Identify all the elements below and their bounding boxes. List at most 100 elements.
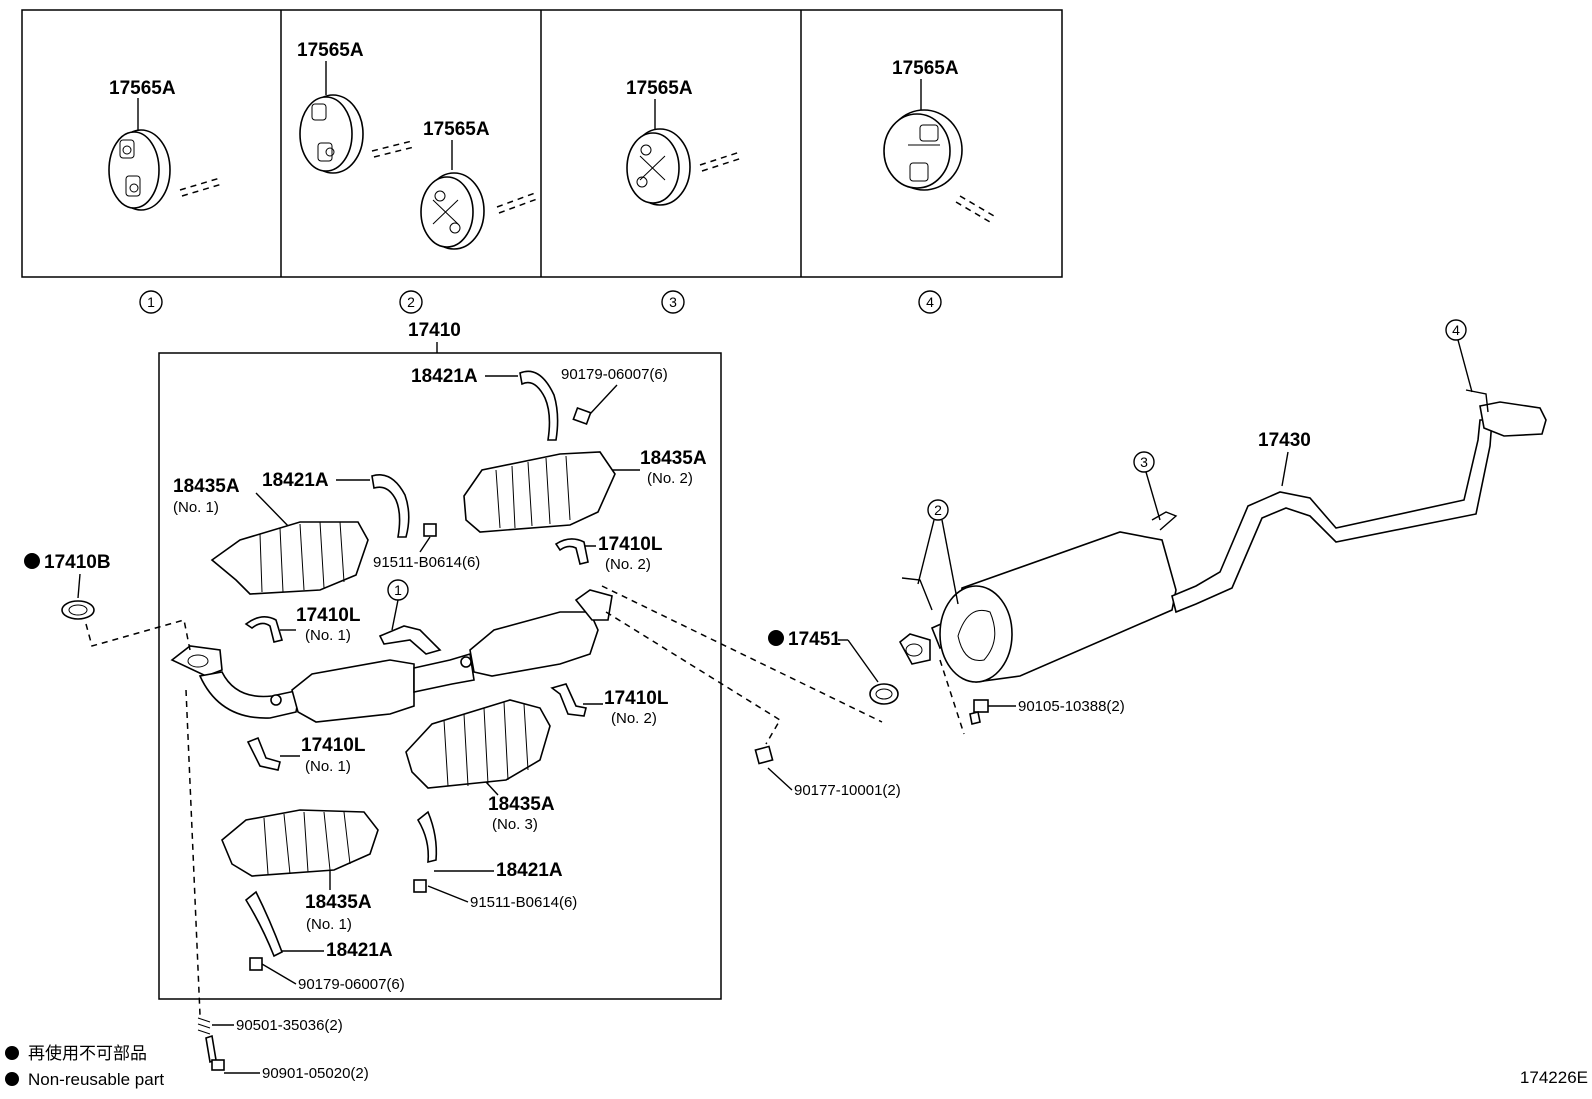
part-label-90105: 90105-10388(2) — [1018, 698, 1125, 715]
tailpipe-muffler-17430 — [898, 401, 1547, 683]
callout-number: 2 — [407, 294, 415, 310]
bolt-alignment-line — [185, 689, 201, 1016]
rubber-hanger-icon — [108, 129, 171, 211]
part-sub-label: (No. 1) — [305, 627, 351, 644]
callout-number: 1 — [147, 294, 155, 310]
callout-number: 4 — [926, 294, 934, 310]
bolt-icon — [423, 523, 437, 537]
part-label-91511: 91511-B0614(6) — [373, 554, 480, 571]
alignment-dashes — [601, 585, 883, 745]
non-reusable-marker-icon — [24, 553, 40, 569]
part-label-18435A: 18435A — [305, 892, 372, 913]
part-label-17565A: 17565A — [892, 58, 959, 79]
callout-circle-4 — [1445, 319, 1467, 341]
muffler-end-cap — [939, 585, 1013, 683]
callout-circle-1 — [139, 290, 163, 314]
heat-insulator-no1 — [221, 809, 379, 877]
part-label-18435A: 18435A — [640, 448, 707, 469]
part-sub-label: (No. 1) — [306, 916, 352, 933]
non-reusable-marker-icon — [5, 1072, 19, 1086]
part-sub-label: (No. 1) — [173, 499, 219, 516]
non-reusable-marker-icon — [768, 630, 784, 646]
bracket-17410L — [244, 616, 284, 643]
callout-circle-2 — [927, 499, 949, 521]
hanger-rod — [179, 177, 221, 191]
part-sub-label: (No. 1) — [305, 758, 351, 775]
nut-icon — [754, 745, 774, 765]
bracket-17410L — [554, 538, 589, 565]
catalytic-converter-front — [291, 659, 415, 723]
callout-circle-3 — [1133, 451, 1155, 473]
part-label-90177: 90177-10001(2) — [794, 782, 901, 799]
part-label-17565A: 17565A — [109, 78, 176, 99]
rubber-hanger-icon — [299, 94, 364, 174]
part-label-17565A: 17565A — [423, 119, 490, 140]
legend-english: Non-reusable part — [28, 1070, 164, 1089]
part-label-17410L: 17410L — [296, 605, 361, 626]
part-label-18421A: 18421A — [411, 366, 478, 387]
bolt-icon — [969, 699, 989, 725]
strap-18421A — [371, 474, 410, 538]
external-right-parts[interactable]: 90177-10001(2) 17451 90105-10388(2) 1743 — [601, 319, 1547, 799]
part-label-90179: 90179-06007(6) — [561, 366, 668, 383]
callout-circle-3 — [661, 290, 685, 314]
strap-18421A — [244, 890, 284, 958]
hanger-panel-4[interactable]: 17565A 4 — [883, 58, 995, 314]
front-exhaust-pipe — [170, 589, 613, 723]
hanger-panel-3[interactable]: 17565A 3 — [626, 78, 743, 314]
rubber-hanger-icon — [883, 109, 963, 191]
hanger-panels-frame — [21, 9, 1063, 278]
part-label-17410L: 17410L — [604, 688, 669, 709]
rubber-hanger-icon — [626, 128, 691, 206]
part-label-18435A: 18435A — [173, 476, 240, 497]
hanger-panel-1[interactable]: 17565A 1 — [108, 78, 223, 314]
part-label-17410L: 17410L — [598, 534, 663, 555]
callout-circle-4 — [918, 290, 942, 314]
strap-18421A — [519, 370, 559, 441]
bracket-17410L — [246, 736, 281, 771]
spring-icon — [197, 1017, 211, 1035]
callout-number: 3 — [1140, 454, 1148, 470]
part-label-17430: 17430 — [1258, 430, 1311, 451]
bolt-icon — [413, 879, 427, 893]
tail-pipe-tip — [1479, 401, 1547, 437]
gasket-17451 — [869, 683, 899, 705]
strap-18421A — [416, 810, 438, 864]
rubber-hanger-icon — [420, 172, 485, 250]
bolt-alignment-line — [939, 659, 965, 735]
callout-number: 3 — [669, 294, 677, 310]
diagram-id: 174226E — [1520, 1068, 1588, 1087]
hanger-panel-2[interactable]: 17565A 17565A 2 — [297, 40, 538, 314]
hanger-panels: 17565A 1 17565A — [21, 9, 1063, 314]
assembly-frame — [158, 352, 722, 1000]
callout-number: 2 — [934, 502, 942, 518]
part-label-17451: 17451 — [788, 629, 841, 650]
part-sub-label: (No. 2) — [611, 710, 657, 727]
external-left-parts[interactable]: 17410B 90501-35036(2) 90901-05020(2) — [24, 552, 369, 1082]
heat-insulator-no1 — [210, 521, 369, 595]
part-label-90501: 90501-35036(2) — [236, 1017, 343, 1034]
part-label-17565A: 17565A — [626, 78, 693, 99]
part-label-90901: 90901-05020(2) — [262, 1065, 369, 1082]
nut-icon — [572, 406, 592, 426]
assembly-label: 17410 — [408, 320, 461, 341]
heat-insulator-no2 — [463, 451, 616, 533]
part-label-90179: 90179-06007(6) — [298, 976, 405, 993]
part-label-18435A: 18435A — [488, 794, 555, 815]
part-label-91511: 91511-B0614(6) — [470, 894, 577, 911]
part-label-17410L: 17410L — [301, 735, 366, 756]
bolt-icon — [205, 1034, 225, 1071]
part-sub-label: (No. 2) — [647, 470, 693, 487]
callout-number: 4 — [1452, 322, 1460, 338]
heat-insulator-no3 — [405, 699, 551, 789]
nut-icon — [249, 957, 263, 971]
part-label-18421A: 18421A — [496, 860, 563, 881]
part-sub-label: (No. 3) — [492, 816, 538, 833]
part-sub-label: (No. 2) — [605, 556, 651, 573]
assembly-17410[interactable]: 17410 18421A 90179-06007(6) 18435A (No. … — [158, 320, 722, 1000]
gasket-17410B — [61, 600, 95, 620]
part-label-18421A: 18421A — [326, 940, 393, 961]
part-label-17565A: 17565A — [297, 40, 364, 61]
catalytic-converter-rear — [469, 611, 599, 677]
